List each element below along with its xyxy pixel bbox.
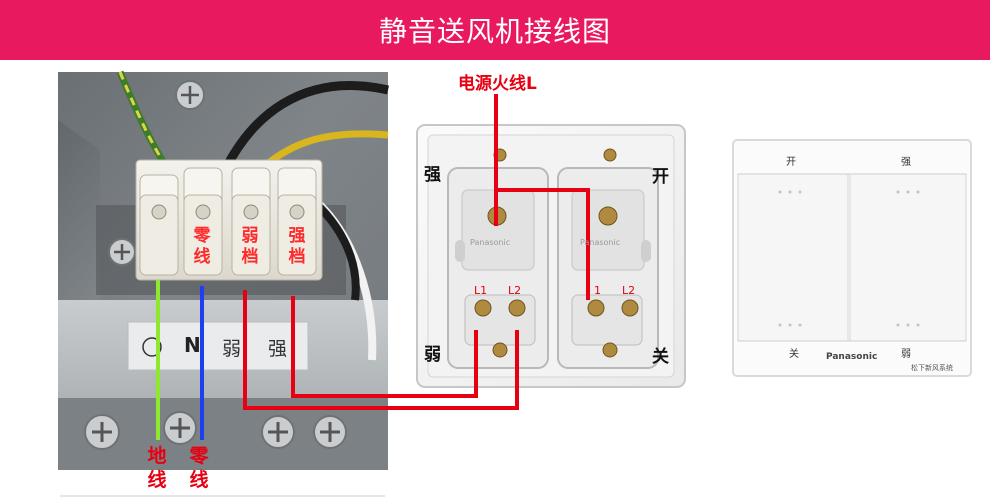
front-off-label: 关 [789,349,799,360]
page-title: 静音送风机接线图 [378,15,611,48]
right-l1-label: 1 [594,284,601,297]
left-l2-label: L2 [508,284,522,297]
front-brand-logo: Panasonic [826,352,878,362]
title-banner: 静音送风机接线图 [0,0,990,60]
left-rocker-key[interactable] [737,173,849,342]
ground-wire-label: 地线 [147,445,167,491]
fan-terminal-photo [58,70,389,470]
front-product-name: 松下新风系统 [911,364,953,372]
weak-terminal-label: 弱档 [241,226,259,267]
power-live-label: 电源火线L [458,74,537,94]
front-on-label: 开 [786,157,796,168]
front-weak-label: 弱 [901,349,911,360]
switch-back-engraving-right: Panasonic [580,238,621,247]
right-l2-label: L2 [622,284,636,297]
live-wiring [243,94,590,410]
switch-front-panel [732,139,972,377]
ground-symbol-icon [142,337,162,357]
right-rocker-key[interactable] [849,173,967,342]
front-strong-label: 强 [901,157,911,168]
weak-gear-wire [243,290,519,410]
switch-back-panel [416,124,686,388]
panel-mark-weak: 弱 [222,338,242,360]
switch-back-weak-label: 弱 [424,345,441,365]
panel-mark-n: N [184,333,201,357]
switch-back-on-label: 开 [652,167,669,187]
strong-gear-wire [291,296,478,398]
strong-terminal-label: 强档 [288,226,306,267]
switch-back-strong-label: 强 [424,165,441,185]
panel-mark-strong: 强 [268,338,288,360]
terminal-block [135,159,323,281]
neutral-terminal-label: 零线 [193,226,211,267]
left-l1-label: L1 [474,284,488,297]
neutral-wire-label: 零线 [189,445,209,491]
switch-back-off-label: 关 [652,347,669,367]
switch-back-engraving: Panasonic [470,238,511,247]
